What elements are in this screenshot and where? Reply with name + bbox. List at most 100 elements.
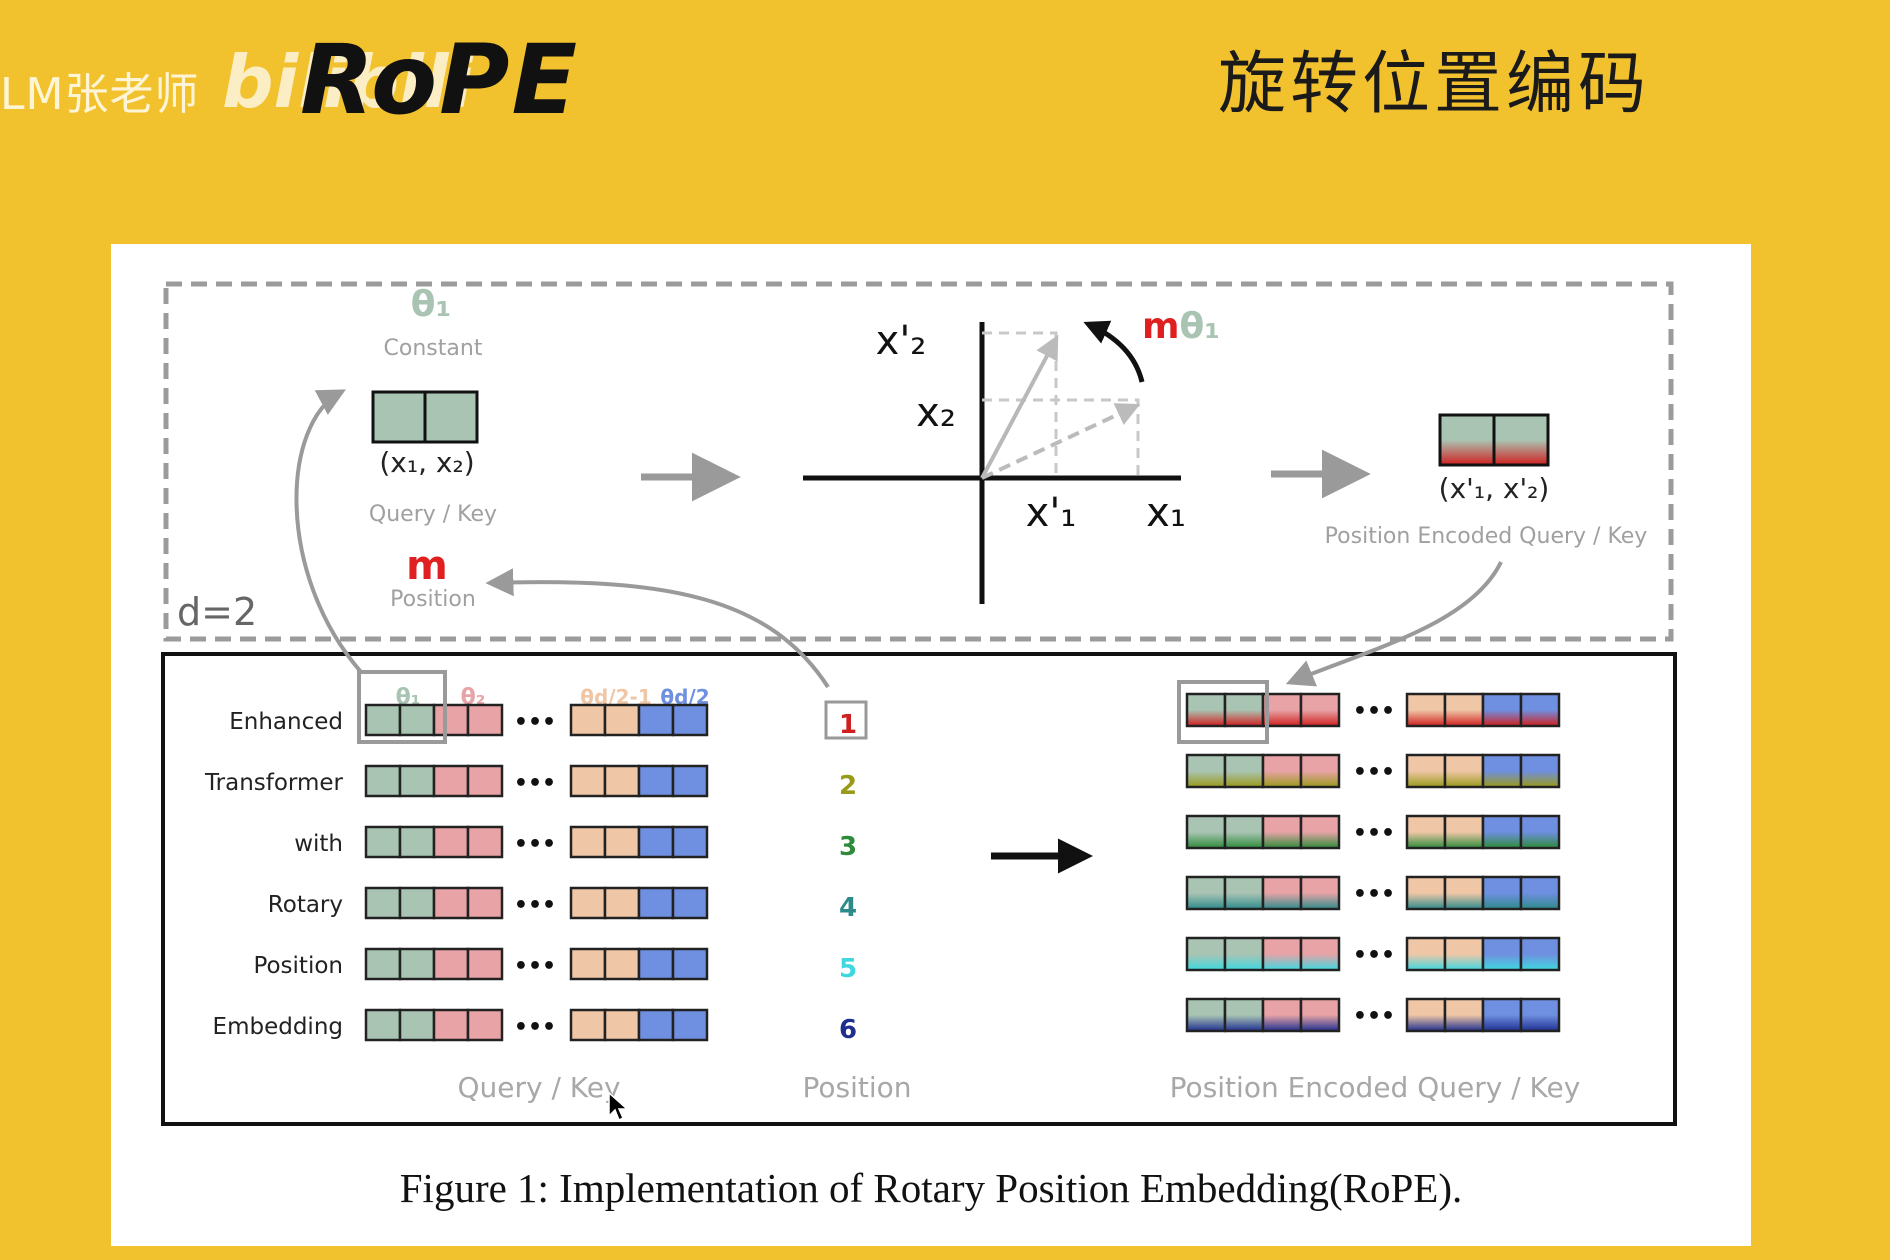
bottom-position-label: Position [802,1071,911,1104]
encoded-cell [1405,692,1447,728]
encoded-cell [1443,753,1485,789]
encoded-cell [1185,692,1227,728]
axis-label-x1-prime: x'₁ [1026,490,1077,536]
bottom-query-key-label: Query / Key [457,1071,620,1104]
encoded-cell [1519,753,1561,789]
encoded-cell [1223,692,1265,728]
query-pair-cell-2 [423,390,479,444]
encoded-cell [1299,875,1341,911]
encoded-cell [1405,936,1447,972]
row-word-6: Embedding [213,1014,343,1040]
encoded-cell [1185,997,1227,1033]
query-cell [603,886,641,920]
encoded-cell [1519,936,1561,972]
encoded-pair-label: (x'₁, x'₂) [1439,472,1550,505]
query-cell [603,703,641,737]
ellipsis: ••• [514,710,556,735]
ellipsis: ••• [514,893,556,918]
encoded-cell [1299,814,1341,850]
encoded-cell [1443,997,1485,1033]
query-cell [466,703,504,737]
top-query-key-label: Query / Key [369,502,497,527]
encoded-cell [1223,875,1265,911]
rotation-arc-arrow [1083,320,1145,383]
query-cell [637,703,675,737]
query-cell [398,886,436,920]
query-cell [364,947,402,981]
query-cell [603,764,641,798]
encoded-cell [1185,936,1227,972]
theta-1-label: θ₁ [411,284,452,325]
ellipsis: ••• [1353,760,1395,785]
bilibili-watermark-logo: bilibili [222,40,474,124]
encoded-cell [1299,692,1341,728]
row-word-3: with [294,831,343,857]
ellipsis: ••• [1353,1004,1395,1029]
row-word-5: Position [253,953,343,979]
query-cell [637,825,675,859]
encoded-cell [1481,936,1523,972]
d-equals-2-label: d=2 [177,590,257,634]
query-cell [398,947,436,981]
query-cell [432,947,470,981]
axis-label-x2: x₂ [916,390,956,436]
query-cell [569,886,607,920]
query-cell [398,825,436,859]
query-cell [603,947,641,981]
query-cell [364,764,402,798]
top-encoded-label: Position Encoded Query / Key [1325,524,1648,549]
position-number-2: 2 [839,771,857,801]
encoded-cell [1299,936,1341,972]
bottom-panel-border [161,652,1677,1126]
encoded-cell [1519,997,1561,1033]
ellipsis: ••• [1353,882,1395,907]
encoded-cell [1519,875,1561,911]
query-cell [603,825,641,859]
row-word-2: Transformer [204,770,344,796]
theta-1-highlight-box [357,670,447,744]
original-vector [981,403,1141,480]
rotated-vector-guides [982,331,1058,478]
encoded-cell [1261,875,1303,911]
original-vector-guides [982,398,1140,478]
query-cell [466,947,504,981]
ellipsis: ••• [514,1015,556,1040]
bottom-encoded-label: Position Encoded Query / Key [1170,1071,1581,1104]
encoded-cell [1223,936,1265,972]
encoded-cell [1185,753,1227,789]
encoded-cell [1443,936,1485,972]
curve-position-to-m [485,568,830,689]
query-cell [398,764,436,798]
encoded-cell [1223,997,1265,1033]
encoded-cell [1405,997,1447,1033]
query-cell [432,1008,470,1042]
m-label: m [406,543,448,589]
encoded-cell [1261,814,1303,850]
encoded-cell [1405,814,1447,850]
curve-encoded-to-row [1285,561,1503,687]
encoded-cell [1261,692,1303,728]
ellipsis: ••• [1353,821,1395,846]
query-cell [569,764,607,798]
query-cell [466,886,504,920]
query-cell [466,825,504,859]
encoded-cell [1481,997,1523,1033]
query-cell [364,1008,402,1042]
query-pair-cell-1 [371,390,427,444]
query-cell [364,886,402,920]
encoded-cell [1261,753,1303,789]
axis-label-x2-prime: x'₂ [876,318,927,364]
constant-label: Constant [384,336,483,361]
encoded-cell [1261,997,1303,1033]
encoded-cell [1481,814,1523,850]
encoded-cell [1481,753,1523,789]
query-cell [398,1008,436,1042]
ellipsis: ••• [1353,699,1395,724]
slide-subtitle: 旋转位置编码 [1218,45,1651,124]
encoded-pair-cell-2 [1492,413,1550,467]
encoded-cell [1185,875,1227,911]
query-cell [398,703,436,737]
mouse-cursor-icon [608,1092,629,1122]
query-cell [671,947,709,981]
position-number-5: 5 [839,954,857,984]
